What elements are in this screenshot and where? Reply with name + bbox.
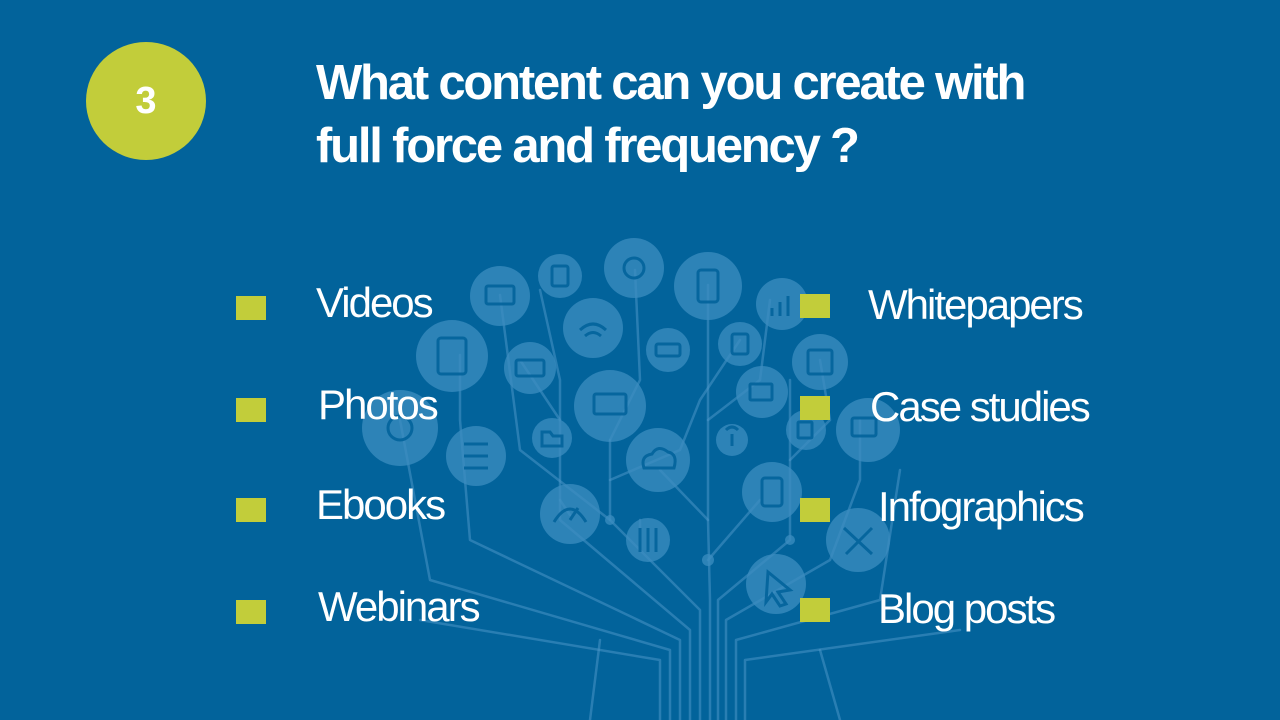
list-item-label: Ebooks [316,481,446,528]
desktop-computer-node-icon [836,398,900,462]
copy-file-icon [796,420,814,440]
smartphone-icon [696,268,720,304]
windows-icon [748,382,774,402]
windows-node-icon [736,366,788,418]
list-item-label: Webinars [318,583,481,630]
equalizer-icon [638,528,658,552]
keyboard-icon [484,284,516,306]
server-node-icon [504,342,556,394]
cloud-node-icon [626,428,690,492]
laptop-node-icon [574,370,646,442]
hard-drive-icon [436,336,468,376]
signal-bars-icon [770,296,790,316]
signal-bars-node-icon [756,278,808,330]
wireless-icon [724,425,740,446]
square-bullet-icon [800,294,830,318]
tools-icon [842,526,874,556]
keyboard-node-icon [470,266,530,326]
hard-drive-node-icon [416,320,488,392]
title-line-2: full force and frequency ? [316,119,860,173]
cpu-chip-icon [806,348,834,376]
smartphone-node-icon [674,252,742,320]
step-number-badge: 3 [86,42,206,160]
tablet-node-icon [742,462,802,522]
square-bullet-icon [800,598,830,622]
square-bullet-icon [236,398,266,422]
cloud-icon [641,447,677,470]
cursor-node-icon [746,554,806,614]
database-icon [464,442,488,470]
disc-icon [386,414,414,442]
speedometer-node-icon [540,484,600,544]
wifi-node-icon [563,298,623,358]
gear-node-icon [604,238,664,298]
server-icon [514,358,546,378]
wifi-icon [578,322,608,338]
square-bullet-icon [800,396,830,420]
folder-icon [540,430,564,448]
tablet-icon [760,476,784,508]
disc-node-icon [362,390,438,466]
title-line-1: What content can you create with [316,56,1026,110]
gear-icon [622,256,646,280]
list-item-label: Blog posts [878,585,1056,632]
list-item-label: Whitepapers [868,281,1084,328]
usb-drive-icon [550,264,570,288]
sd-card-icon [730,332,750,356]
square-bullet-icon [236,498,266,522]
usb-drive-node-icon [538,254,582,298]
list-item-label: Photos [318,381,439,428]
square-bullet-icon [236,296,266,320]
folder-node-icon [532,418,572,458]
desktop-computer-icon [850,416,878,438]
cursor-icon [764,568,794,608]
speedometer-icon [552,507,588,523]
battery-icon [654,342,682,358]
list-item-label: Infographics [878,483,1085,530]
sd-card-node-icon [718,322,762,366]
slide-title: What content can you create with full fo… [316,52,1216,178]
square-bullet-icon [800,498,830,522]
laptop-icon [592,392,628,416]
list-item-label: Videos [316,279,434,326]
copy-file-node-icon [786,410,826,450]
cpu-chip-node-icon [792,334,848,390]
battery-node-icon [646,328,690,372]
list-item-label: Case studies [870,383,1091,430]
square-bullet-icon [236,600,266,624]
